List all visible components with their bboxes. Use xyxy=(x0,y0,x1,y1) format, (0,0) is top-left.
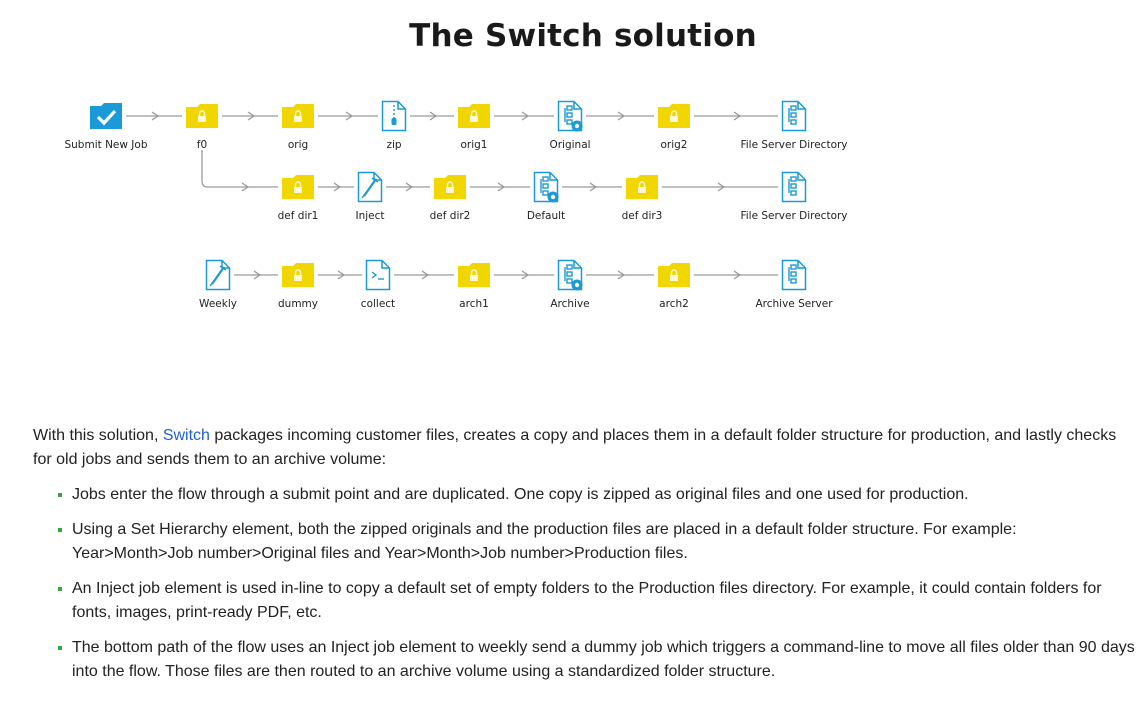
archive-file-icon xyxy=(781,259,807,291)
connector-arrow xyxy=(521,111,530,121)
description-text: With this solution, xyxy=(33,427,163,444)
node-label: collect xyxy=(361,298,395,310)
lock-folder-icon xyxy=(433,174,467,200)
set-hierarchy-icon xyxy=(557,100,583,132)
connector-arrow xyxy=(733,270,742,280)
set-hierarchy-icon xyxy=(533,171,559,203)
connector-arrow xyxy=(521,270,530,280)
connector-arrow xyxy=(241,182,250,192)
node-label: File Server Directory xyxy=(740,139,847,151)
node-label: File Server Directory xyxy=(740,210,847,222)
list-item: The bottom path of the flow uses an Inje… xyxy=(56,636,1136,684)
archive-file-icon xyxy=(781,171,807,203)
connector-arrow xyxy=(733,111,742,121)
bullet-list: Jobs enter the flow through a submit poi… xyxy=(56,483,1136,695)
connector-arrow xyxy=(337,270,346,280)
lock-folder-icon xyxy=(185,103,219,129)
lock-folder-icon xyxy=(281,262,315,288)
connector-arrow xyxy=(253,270,262,280)
zip-file-icon xyxy=(381,100,407,132)
node-label: Original xyxy=(549,139,590,151)
lock-folder-icon xyxy=(625,174,659,200)
node-label: arch2 xyxy=(659,298,689,310)
node-label: Default xyxy=(527,210,565,222)
inject-syringe-icon xyxy=(357,171,383,203)
connector-arrow xyxy=(247,111,256,121)
connector-arrow xyxy=(151,111,160,121)
archive-file-icon xyxy=(781,100,807,132)
node-label: def dir2 xyxy=(430,210,471,222)
switch-link[interactable]: Switch xyxy=(162,427,210,444)
node-label: def dir3 xyxy=(622,210,663,222)
node-label: zip xyxy=(386,139,401,151)
node-label: orig1 xyxy=(460,139,487,151)
connector-arrow xyxy=(717,182,726,192)
connector-arrow xyxy=(405,182,414,192)
node-label: dummy xyxy=(278,298,318,310)
connector-arrow xyxy=(421,270,430,280)
node-label: f0 xyxy=(197,139,207,151)
lock-folder-icon xyxy=(457,262,491,288)
node-label: orig xyxy=(288,139,308,151)
page-title: The Switch solution xyxy=(409,18,757,54)
node-label: def dir1 xyxy=(278,210,319,222)
connector-arrow xyxy=(429,111,438,121)
connector-arrow xyxy=(333,182,342,192)
flow-diagram: Submit New Job f0 orig zip orig1 Original orig… xyxy=(64,100,848,310)
connector-arrow xyxy=(345,111,354,121)
connector-arrow xyxy=(617,111,626,121)
connector-arrow xyxy=(617,270,626,280)
list-item: An Inject job element is used in-line to… xyxy=(56,577,1136,625)
connector-arrow xyxy=(497,182,506,192)
lock-folder-icon xyxy=(457,103,491,129)
description-text-rest: packages incoming customer files, create… xyxy=(33,427,1117,468)
command-line-icon xyxy=(365,259,391,291)
connector-arrow xyxy=(589,182,598,192)
lock-folder-icon xyxy=(657,103,691,129)
branch-connector xyxy=(201,150,278,188)
list-item: Using a Set Hierarchy element, both the … xyxy=(56,518,1136,566)
submit-checkmark-icon xyxy=(89,102,123,130)
lock-folder-icon xyxy=(657,262,691,288)
lock-folder-icon xyxy=(281,103,315,129)
node-label: Archive Server xyxy=(755,298,833,310)
lock-folder-icon xyxy=(281,174,315,200)
inject-syringe-icon xyxy=(205,259,231,291)
node-label: Inject xyxy=(355,210,384,222)
node-label: orig2 xyxy=(660,139,687,151)
node-label: Archive xyxy=(550,298,589,310)
node-label: arch1 xyxy=(459,298,489,310)
set-hierarchy-icon xyxy=(557,259,583,291)
description: With this solution, Switch packages inco… xyxy=(33,424,1123,472)
node-label: Weekly xyxy=(199,298,237,310)
node-label: Submit New Job xyxy=(64,139,147,151)
list-item: Jobs enter the flow through a submit poi… xyxy=(56,483,1136,507)
